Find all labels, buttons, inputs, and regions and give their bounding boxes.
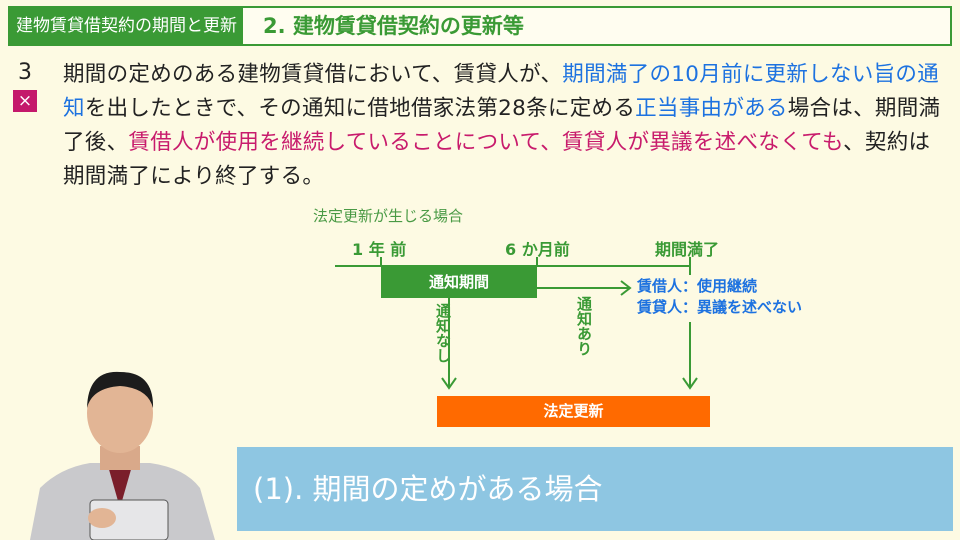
condition-lessee: 賃借人：使用継続 — [637, 277, 758, 295]
with-notice-label: 通知あり — [575, 296, 593, 356]
no-notice-label: 通知なし — [434, 303, 452, 363]
caption-banner: (1). 期間の定めがある場合 — [237, 447, 953, 531]
arrow-down-with-notice — [682, 322, 698, 390]
question-text-segment: 、契約は期間満了により終了する。 — [63, 130, 931, 189]
arrow-right — [537, 280, 632, 296]
question-text-segment: 期間の定めのある建物賃貸借において、賃貸人が、 — [63, 62, 563, 87]
timeline-label-6months: 6 か月前 — [505, 240, 570, 259]
statutory-renewal-box: 法定更新 — [437, 396, 710, 427]
question-text-segment: 正当事由がある — [635, 96, 788, 121]
question-text-segment: 期間満了の10月前に更新しない旨の通知 — [63, 62, 940, 121]
incorrect-mark-icon: × — [13, 90, 37, 112]
question-number: 3 — [18, 60, 32, 85]
question-text-segment: 場合は、期間満了後、 — [63, 96, 941, 155]
section-label: 建物賃貸借契約の期間と更新 — [10, 8, 243, 44]
tick-1year — [380, 257, 382, 267]
arrow-down-no-notice — [441, 298, 457, 390]
question-text: 期間の定めのある建物賃貸借において、賃貸人が、期間満了の10月前に更新しない旨の… — [63, 58, 948, 194]
tick-6months — [536, 257, 538, 267]
timeline-label-expiry: 期間満了 — [655, 240, 720, 259]
timeline-label-1year: 1 年 前 — [352, 240, 407, 259]
tick-expiry — [689, 257, 691, 275]
presenter-image — [30, 371, 215, 540]
question-text-segment: 賃借人が使用を継続していることについて、賃貸人が異議を述べなくても — [128, 130, 844, 155]
header-bar: 建物賃貸借契約の期間と更新 2. 建物賃貸借契約の更新等 — [8, 6, 952, 46]
notice-period-box: 通知期間 — [381, 266, 537, 298]
question-text-segment: を出したときで、その通知に借地借家法第28条に定める — [84, 96, 636, 121]
condition-lessor: 賃貸人：異議を述べない — [637, 298, 803, 316]
page-title: 2. 建物賃貸借契約の更新等 — [263, 14, 524, 38]
conditions: 賃借人：使用継続 賃貸人：異議を述べない — [637, 276, 802, 318]
diagram-title: 法定更新が生じる場合 — [313, 207, 464, 225]
